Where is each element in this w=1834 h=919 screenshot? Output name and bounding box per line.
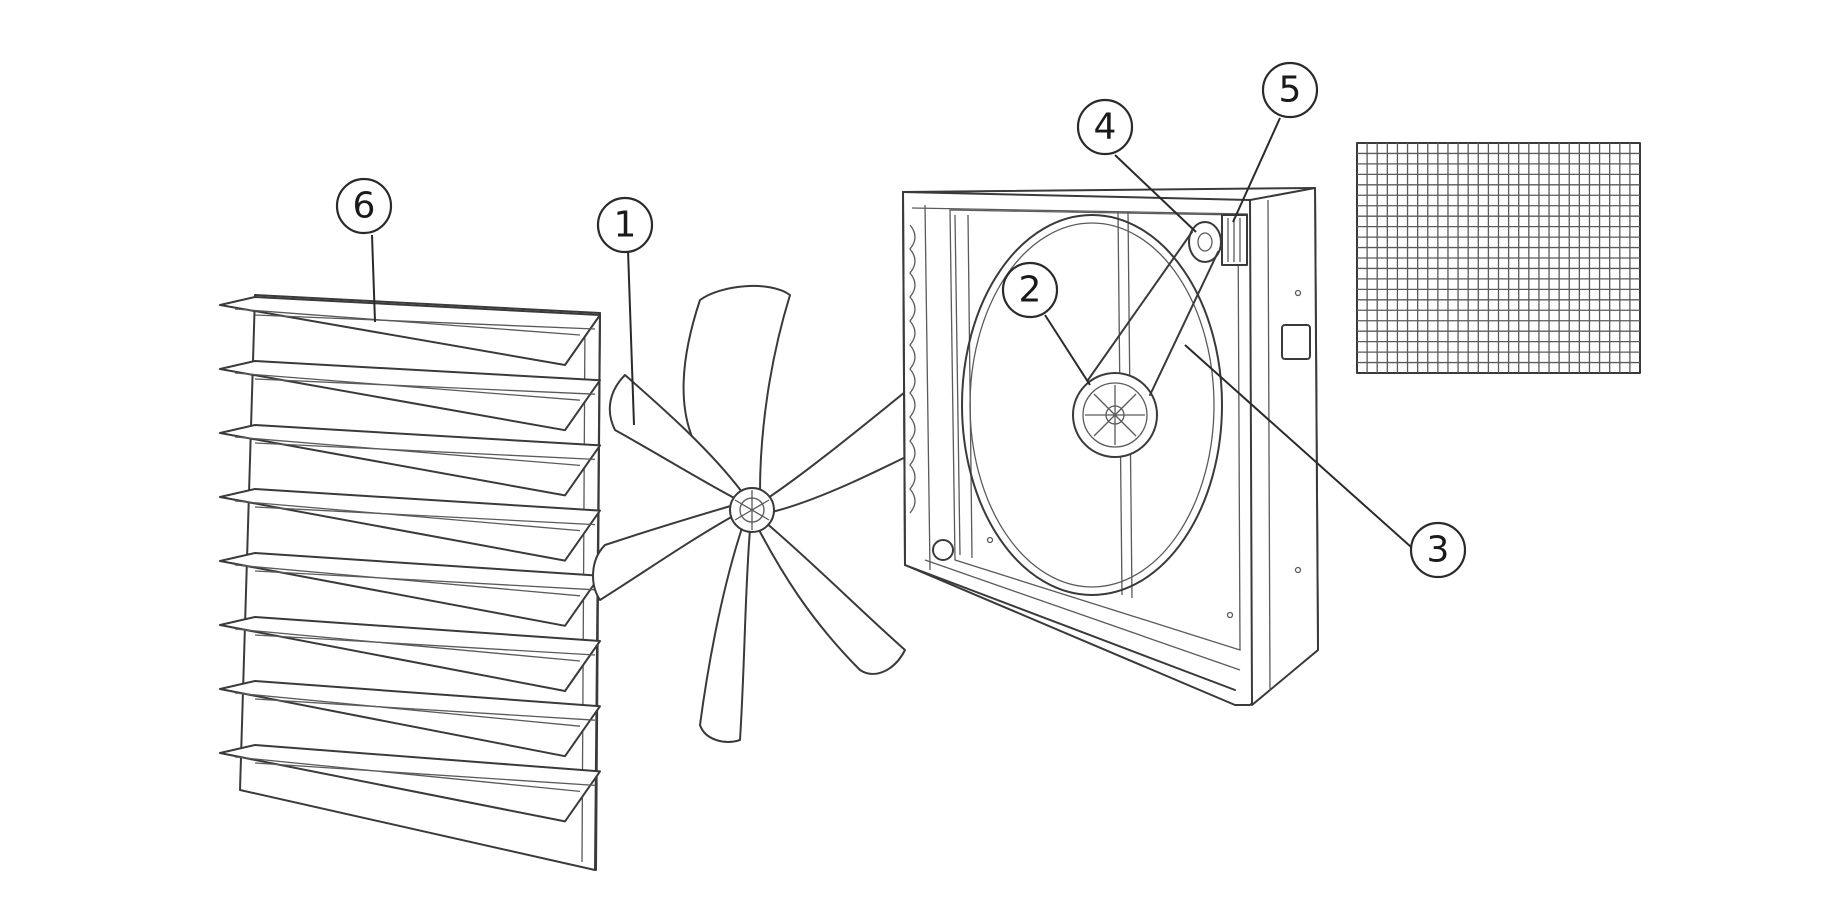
louvre-slat [219,296,601,366]
fan-blade [608,374,743,501]
callout-1-label: 1 [614,205,637,246]
leader-3 [1184,344,1421,556]
fan-housing-frame [902,187,1319,706]
louvre-slat [219,424,601,497]
callout-2: 2 [1001,261,1059,319]
fan-blade [592,504,736,601]
callout-5-label: 5 [1279,70,1302,111]
callout-2-label: 2 [1019,270,1042,311]
leader-lines [371,117,1421,556]
louvre-slat [219,488,601,562]
leader-5 [1232,117,1281,223]
callout-4-label: 4 [1094,107,1117,148]
louvre-slat [219,680,601,758]
leader-4 [1114,154,1197,233]
callout-3-label: 3 [1427,530,1450,571]
fan-blade-assembly [592,285,946,743]
callout-6-label: 6 [353,186,376,227]
callout-5: 5 [1261,61,1319,119]
callout-6: 6 [335,177,393,235]
wire-mesh-guard [1356,142,1641,374]
louvre-slat [219,744,601,823]
fan-blade [699,527,751,743]
leader-1 [627,249,635,426]
callout-3: 3 [1409,521,1467,579]
shutter-louvre-panel [219,294,601,871]
callout-4: 4 [1076,98,1134,156]
callout-1: 1 [596,196,654,254]
louvre-slat [219,360,601,432]
leader-2 [1044,314,1091,386]
fan-blade [757,521,906,675]
leader-6 [371,234,376,323]
louvre-slat [219,616,601,692]
